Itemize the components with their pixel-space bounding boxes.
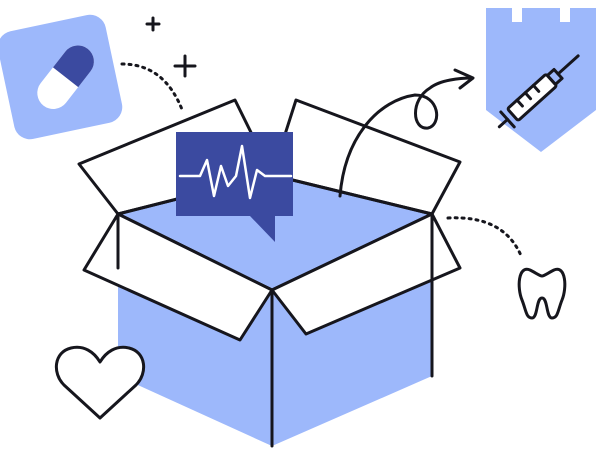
heartbeat-chat-icon xyxy=(176,132,293,242)
tooth-icon xyxy=(517,267,567,320)
curved-arrow-icon xyxy=(338,68,475,198)
pill-capsule-icon xyxy=(0,14,123,140)
sparkle-icon xyxy=(145,16,161,32)
heart-icon xyxy=(54,345,146,420)
dotted-connector xyxy=(120,62,185,114)
syringe-icon xyxy=(497,54,580,129)
plus-icon xyxy=(173,54,197,78)
dotted-connector xyxy=(446,216,524,260)
